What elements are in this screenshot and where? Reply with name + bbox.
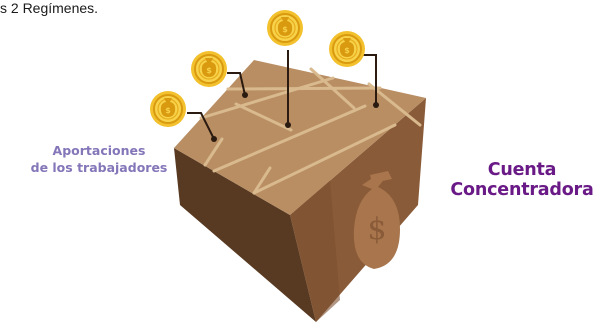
coin-connectors: [187, 50, 377, 140]
coin-icon: [149, 90, 187, 128]
svg-text:$: $: [367, 212, 386, 247]
coin-icon: [328, 30, 366, 68]
cuenta-concentradora-label: Cuenta Concentradora: [450, 160, 594, 200]
money-bag-icon: $: [353, 171, 400, 269]
box-left-face: [174, 148, 316, 322]
coin-icon: [190, 50, 228, 88]
caption-text: s 2 Regímenes.: [0, 0, 99, 16]
top-grid-lines: [199, 67, 422, 195]
coin-icon: [266, 9, 304, 47]
box-top-face: [174, 60, 426, 215]
aportaciones-label: Aportaciones de los trabajadores: [30, 143, 168, 175]
